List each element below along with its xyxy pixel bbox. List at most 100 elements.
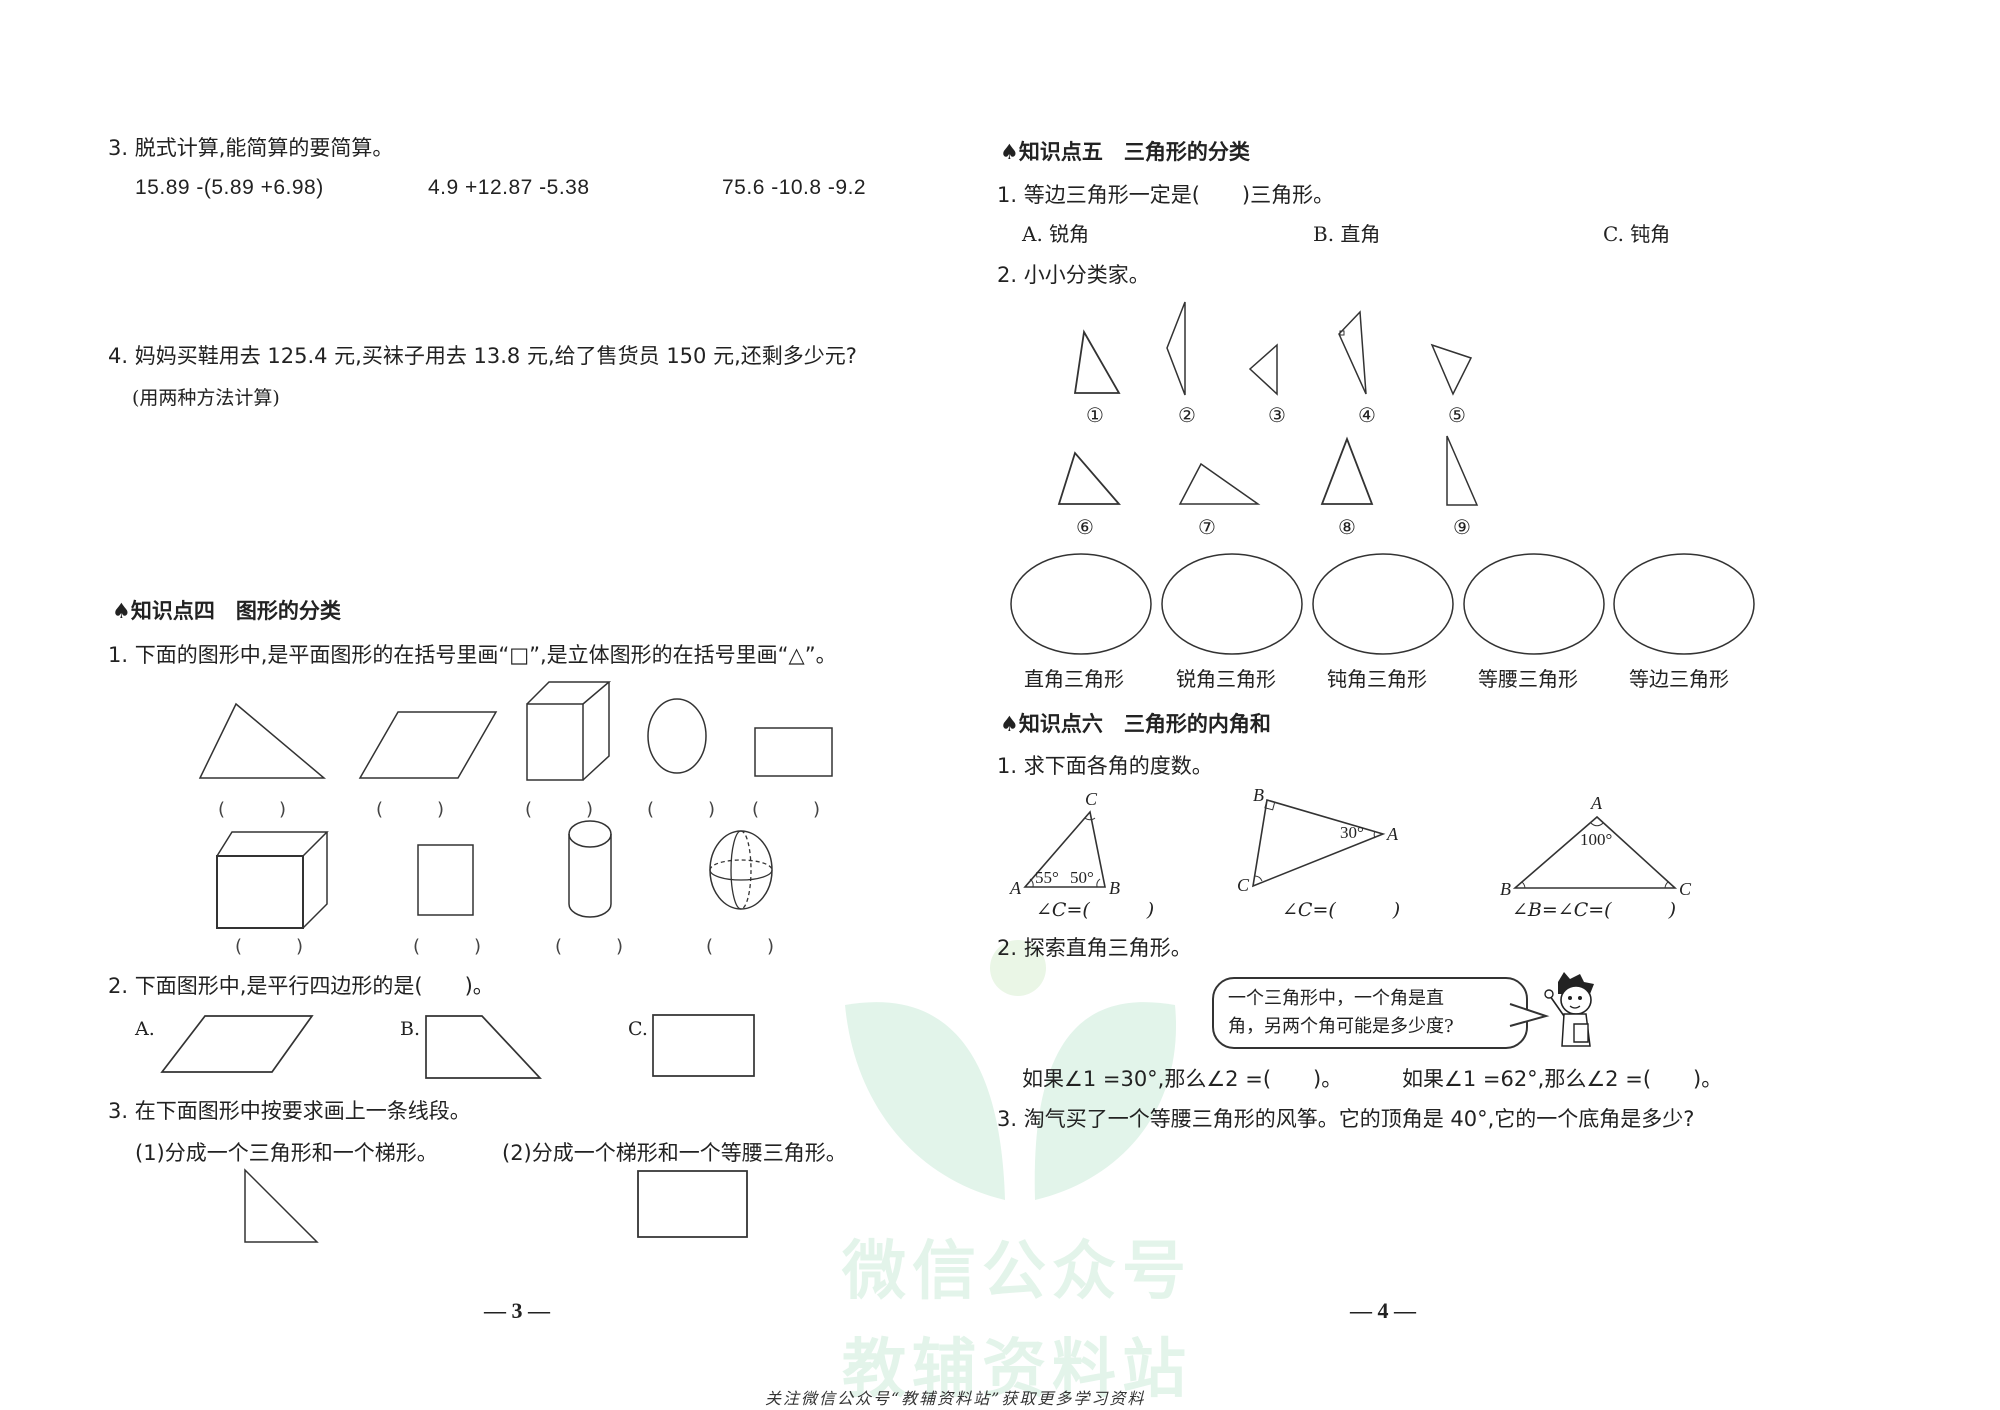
svg-text:50°: 50° <box>1070 868 1094 887</box>
triangle-label-9: ⑨ <box>1453 515 1471 539</box>
section6-q2: 2. 探索直角三角形。 <box>997 936 1192 960</box>
bubble-line-1: 一个三角形中，一个角是直 <box>1228 988 1444 1009</box>
expression-3: 75.6 -10.8 -9.2 <box>722 176 867 199</box>
svg-text:C: C <box>1237 875 1250 895</box>
angle-triangle-3: A B C 100° <box>1500 793 1692 899</box>
section5-q2: 2. 小小分类家。 <box>997 263 1150 287</box>
category-obtuse-triangle: 钝角三角形 <box>1327 667 1427 691</box>
watermark-text-line1: 微信公众号 <box>842 1235 1192 1309</box>
fill-blank-1[interactable]: 如果∠1 =30°,那么∠2 =( )。 <box>1022 1067 1343 1091</box>
tri3-answer[interactable]: ∠B=∠C=( ) <box>1512 899 1677 921</box>
triangle-1 <box>1073 330 1121 396</box>
triangle-3 <box>1248 343 1280 396</box>
expression-2: 4.9 +12.87 -5.38 <box>428 176 590 199</box>
answer-blank[interactable]: ( ) <box>555 936 624 957</box>
speech-bubble: 一个三角形中，一个角是直 角，另两个角可能是多少度? <box>1212 977 1528 1049</box>
triangle-9 <box>1445 434 1479 507</box>
svg-text:C: C <box>1085 789 1098 809</box>
svg-text:A: A <box>1590 793 1603 813</box>
section4-q3-sub2: (2)分成一个梯形和一个等腰三角形。 <box>502 1141 847 1165</box>
tri1-answer[interactable]: ∠C=( ) <box>1036 899 1155 921</box>
triangle-6 <box>1057 451 1121 506</box>
triangle-label-2: ② <box>1178 403 1196 427</box>
parallelogram-shape <box>358 710 498 780</box>
option-a-label: A. <box>135 1018 155 1040</box>
cuboid-shape <box>215 830 340 930</box>
section4-header: ♠知识点四 图形的分类 <box>112 599 341 623</box>
bubble-tail <box>1510 1000 1550 1030</box>
angle-triangle-1: C A B 55° 50° <box>1009 789 1120 898</box>
right-triangle-drawing-area[interactable] <box>243 1168 319 1244</box>
section4-q3: 3. 在下面图形中按要求画上一条线段。 <box>108 1099 471 1123</box>
triangle-5 <box>1430 343 1473 397</box>
section5-header: ♠知识点五 三角形的分类 <box>1000 140 1250 164</box>
sphere-shape <box>708 830 776 912</box>
cube-shape <box>525 680 615 782</box>
category-right-triangle: 直角三角形 <box>1024 667 1124 691</box>
q3-title: 3. 脱式计算,能简算的要简算。 <box>108 136 394 160</box>
cylinder-shape <box>568 820 616 920</box>
answer-blank[interactable]: ( ) <box>376 799 445 820</box>
answer-blank[interactable]: ( ) <box>235 936 304 957</box>
parallelogram-option-a[interactable] <box>160 1014 315 1074</box>
section6-header: ♠知识点六 三角形的内角和 <box>1000 712 1271 736</box>
svg-text:C: C <box>1679 879 1692 899</box>
triangle-label-8: ⑧ <box>1338 515 1356 539</box>
svg-text:B: B <box>1500 879 1511 899</box>
triangle-4 <box>1337 310 1369 396</box>
option-c-label: C. <box>628 1018 648 1040</box>
section6-q1: 1. 求下面各角的度数。 <box>997 754 1213 778</box>
svg-text:55°: 55° <box>1035 868 1059 887</box>
answer-blank[interactable]: ( ) <box>525 799 594 820</box>
option-b-label: B. <box>400 1018 421 1040</box>
answer-blank[interactable]: ( ) <box>706 936 775 957</box>
page-number-4: — 4 — <box>1350 1298 1416 1323</box>
answer-blank[interactable]: ( ) <box>752 799 821 820</box>
category-isosceles-triangle: 等腰三角形 <box>1478 667 1578 691</box>
section6-q3: 3. 淘气买了一个等腰三角形的风筝。它的顶角是 40°,它的一个底角是多少? <box>997 1107 1695 1131</box>
cartoon-boy-icon <box>1540 972 1594 1050</box>
triangle-label-6: ⑥ <box>1076 515 1094 539</box>
rectangle-drawing-area[interactable] <box>637 1170 749 1240</box>
option-c-obtuse[interactable]: C. 钝角 <box>1603 222 1671 246</box>
svg-text:A: A <box>1386 824 1399 844</box>
section5-q1: 1. 等边三角形一定是( )三角形。 <box>997 183 1335 207</box>
q4-note: (用两种方法计算) <box>132 387 280 409</box>
watermark-leaf-logo <box>845 940 1177 1200</box>
angle-triangle-2: B A C 30° <box>1237 785 1399 895</box>
answer-blank[interactable]: ( ) <box>218 799 287 820</box>
category-circles[interactable] <box>1010 552 1780 658</box>
circle-shape <box>645 696 709 776</box>
answer-blank[interactable]: ( ) <box>647 799 716 820</box>
svg-text:B: B <box>1109 878 1120 898</box>
rectangle-shape <box>417 844 475 918</box>
fill-blank-2[interactable]: 如果∠1 =62°,那么∠2 =( )。 <box>1402 1067 1723 1091</box>
triangle-7 <box>1178 462 1260 506</box>
section4-q2: 2. 下面图形中,是平行四边形的是( )。 <box>108 974 494 998</box>
option-b-right[interactable]: B. 直角 <box>1313 222 1381 246</box>
triangle-8 <box>1320 437 1374 506</box>
answer-blank[interactable]: ( ) <box>413 936 482 957</box>
rectangle-shape <box>754 727 834 779</box>
section4-q3-sub1: (1)分成一个三角形和一个梯形。 <box>135 1141 438 1165</box>
trapezoid-option-b[interactable] <box>424 1014 544 1080</box>
category-equilateral-triangle: 等边三角形 <box>1629 667 1729 691</box>
option-a-acute[interactable]: A. 锐角 <box>1022 222 1090 246</box>
expression-1: 15.89 -(5.89 +6.98) <box>135 176 324 199</box>
svg-text:B: B <box>1253 785 1264 805</box>
triangle-label-5: ⑤ <box>1448 403 1466 427</box>
triangle-label-1: ① <box>1086 403 1104 427</box>
svg-text:A: A <box>1009 878 1022 898</box>
tri2-answer[interactable]: ∠C=( ) <box>1282 899 1401 921</box>
watermark-text-line2: 教辅资料站 <box>842 1333 1192 1407</box>
triangle-2 <box>1165 300 1187 397</box>
svg-text:30°: 30° <box>1340 823 1364 842</box>
svg-text:100°: 100° <box>1580 830 1612 849</box>
rectangle-option-c[interactable] <box>652 1014 756 1078</box>
footer-promo-text: 关注微信公众号“教辅资料站”获取更多学习资料 <box>765 1389 1146 1408</box>
page-number-3: — 3 — <box>484 1298 550 1323</box>
triangle-label-3: ③ <box>1268 403 1286 427</box>
triangle-label-4: ④ <box>1358 403 1376 427</box>
q4-title: 4. 妈妈买鞋用去 125.4 元,买袜子用去 13.8 元,给了售货员 150… <box>108 344 857 368</box>
triangle-label-7: ⑦ <box>1198 515 1216 539</box>
